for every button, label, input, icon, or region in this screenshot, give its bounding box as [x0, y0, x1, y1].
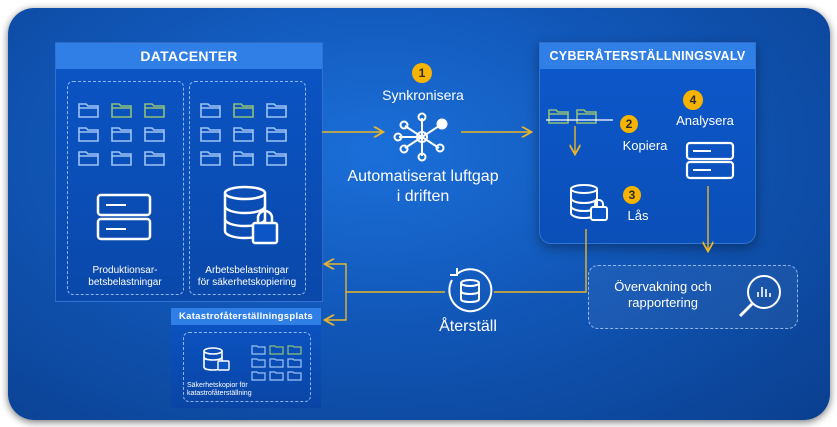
backup-workloads-label: Arbetsbelastningar för säkerhetskopierin… — [197, 265, 297, 288]
vault-database-lock-icon — [570, 184, 608, 221]
dr-site-panel: Katastrofåterställningsplats Säkerhetsko… — [171, 308, 321, 408]
lock-label: Lås — [627, 208, 649, 223]
airgap-label-line1: Automatiserat luftgap — [347, 168, 499, 185]
backup-folders-icon — [200, 103, 287, 166]
datacenter-panel: DATACENTER — [55, 42, 323, 302]
vault-folders-icon — [548, 109, 597, 124]
dr-site-title: Katastrofåterställningsplats — [171, 308, 321, 325]
arrow-restore-to-dr — [326, 292, 347, 320]
monitoring-label-line1: Övervakning och — [614, 279, 712, 294]
cyber-vault-title: CYBERÅTERSTÄLLNINGSVALV — [540, 43, 755, 69]
monitoring-label-line2: rapportering — [627, 295, 699, 310]
network-hub-icon — [393, 112, 448, 162]
diagram-canvas: DATACENTER — [8, 8, 830, 420]
production-folders-icon — [78, 103, 165, 166]
copy-label: Kopiera — [622, 138, 668, 153]
flow-arrows — [322, 119, 830, 420]
arrow-restore — [494, 229, 587, 293]
dr-site-box — [183, 332, 311, 402]
step-3-badge: 3 — [623, 186, 641, 204]
restore-database-icon — [448, 268, 493, 313]
production-workloads-box — [67, 81, 184, 295]
sync-label: Synkronisera — [382, 87, 464, 103]
analyze-server-icon — [685, 141, 735, 180]
datacenter-title: DATACENTER — [56, 43, 322, 69]
analyze-label: Analysera — [676, 113, 734, 128]
dr-database-icon — [203, 347, 230, 371]
backup-workloads-box — [189, 81, 306, 295]
dr-folders-icon — [251, 345, 302, 381]
dr-caption-line1: Säkerhetskopior för — [187, 382, 248, 389]
database-lock-icon — [223, 185, 279, 245]
restore-label: Återställ — [439, 318, 497, 335]
production-workloads-label: Produktionsar- betsbelastningar — [88, 265, 162, 288]
step-2-badge: 2 — [620, 115, 638, 133]
server-icon — [96, 193, 152, 241]
step-1-badge: 1 — [412, 63, 432, 83]
step-4-badge: 4 — [683, 90, 703, 110]
monitoring-box — [588, 265, 798, 329]
magnifier-chart-icon — [738, 275, 781, 318]
airgap-label-line2: i driften — [396, 188, 450, 205]
arrow-restore-to-datacenter — [326, 264, 445, 293]
dr-caption-line2: katastrofåterställning — [187, 390, 252, 397]
